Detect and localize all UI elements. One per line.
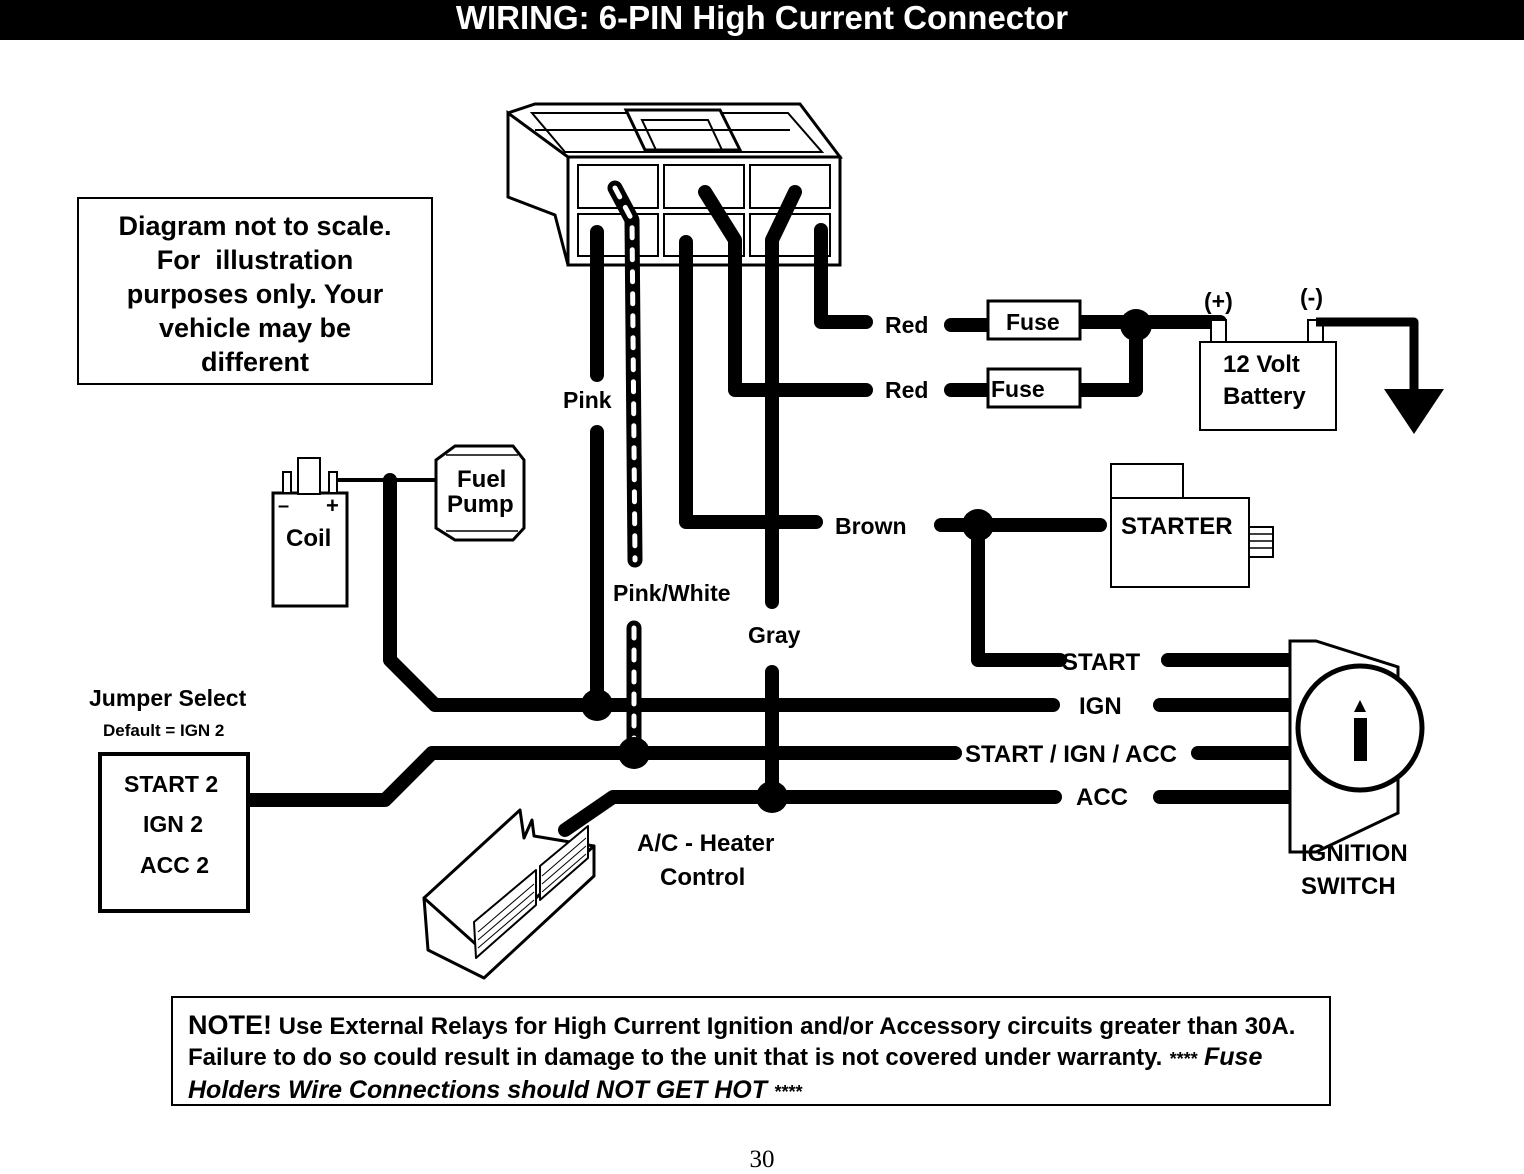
jumper-bus xyxy=(243,746,962,807)
ac-heater-line1: A/C - Heater xyxy=(637,830,774,857)
fuse-1-label: Fuse xyxy=(1006,309,1060,335)
jumper-select: Jumper Select Default = IGN 2 START 2 IG… xyxy=(89,685,250,913)
terminal-ign: IGN xyxy=(1079,693,1122,720)
pink-wire-label: Pink xyxy=(563,387,612,413)
ignition-switch-line1: IGNITION xyxy=(1301,840,1408,867)
brown-wire xyxy=(679,235,823,529)
disclaimer-line: vehicle may be xyxy=(158,313,352,343)
fuse-2: Fuse xyxy=(986,367,1082,409)
red-wire-2 xyxy=(698,185,873,397)
note-stars-close: **** xyxy=(773,1082,802,1102)
battery-negative-label: (-) xyxy=(1300,284,1323,310)
terminal-start: START xyxy=(1062,649,1141,676)
battery-label-line1: 12 Volt xyxy=(1223,351,1300,378)
pink-white-wire xyxy=(607,180,643,748)
fuel-pump: Fuel Pump xyxy=(434,444,526,542)
start-wire xyxy=(971,518,1067,667)
fuse-2-label: Fuse xyxy=(991,376,1045,402)
ac-heater-line2: Control xyxy=(660,864,745,891)
junction-dots xyxy=(581,309,1152,813)
disclaimer-line: purposes only. Your xyxy=(126,279,384,309)
ign-bus xyxy=(383,473,1060,712)
fuse-1: Fuse xyxy=(986,299,1082,341)
ground-symbol xyxy=(1316,317,1444,434)
battery-label-line2: Battery xyxy=(1223,383,1306,410)
battery-positive-label: (+) xyxy=(1204,288,1233,314)
jumper-option-acc2: ACC 2 xyxy=(140,852,209,878)
red-wire-1-label: Red xyxy=(885,312,928,338)
ignition-switch: IGNITION SWITCH xyxy=(1288,639,1425,900)
acc-bus xyxy=(558,790,1062,837)
coil-label: Coil xyxy=(286,525,331,552)
red-wire-2-label: Red xyxy=(885,377,928,403)
gray-wire-label: Gray xyxy=(748,622,801,648)
pink-white-wire-label: Pink/White xyxy=(613,580,731,606)
warning-note: NOTE! Use External Relays for High Curre… xyxy=(171,996,1331,1106)
terminal-start-ign-acc: START / IGN / ACC xyxy=(965,741,1177,768)
page-number: 30 xyxy=(749,1146,775,1173)
coil-minus: – xyxy=(278,495,289,517)
starter: STARTER xyxy=(1110,463,1274,588)
gray-wire xyxy=(765,185,802,609)
note-heading: NOTE! xyxy=(188,1010,272,1040)
battery: (+) (-) 12 Volt Battery xyxy=(1199,284,1337,431)
note-emphasis: Fuse Holders Wire Connections should NOT… xyxy=(188,1043,1263,1104)
fuel-pump-line2: Pump xyxy=(447,491,514,518)
coil: – + Coil xyxy=(271,457,349,608)
red-wire-1 xyxy=(814,223,873,329)
note-stars-open: **** xyxy=(1169,1049,1198,1069)
wires xyxy=(243,185,1297,837)
six-pin-connector xyxy=(506,102,844,267)
brown-wire-label: Brown xyxy=(835,513,907,539)
ac-heater-control xyxy=(422,808,596,980)
coil-plus: + xyxy=(326,493,339,518)
disclaimer-line: Diagram not to scale. xyxy=(118,211,392,241)
jumper-option-start2: START 2 xyxy=(124,771,218,797)
disclaimer-line: For illustration xyxy=(156,245,354,275)
jumper-option-ign2: IGN 2 xyxy=(143,811,203,837)
jumper-title: Jumper Select xyxy=(89,685,247,711)
disclaimer-box: Diagram not to scale. For illustration p… xyxy=(77,197,433,385)
disclaimer-line: different xyxy=(201,347,309,377)
fuel-pump-line1: Fuel xyxy=(457,466,506,493)
note-text: Use External Relays for High Current Ign… xyxy=(188,1013,1296,1071)
jumper-default: Default = IGN 2 xyxy=(103,721,224,740)
page-title: WIRING: 6-PIN High Current Connector xyxy=(0,0,1524,40)
terminal-acc: ACC xyxy=(1076,784,1128,811)
starter-label: STARTER xyxy=(1121,513,1233,540)
ignition-switch-line2: SWITCH xyxy=(1301,873,1396,900)
